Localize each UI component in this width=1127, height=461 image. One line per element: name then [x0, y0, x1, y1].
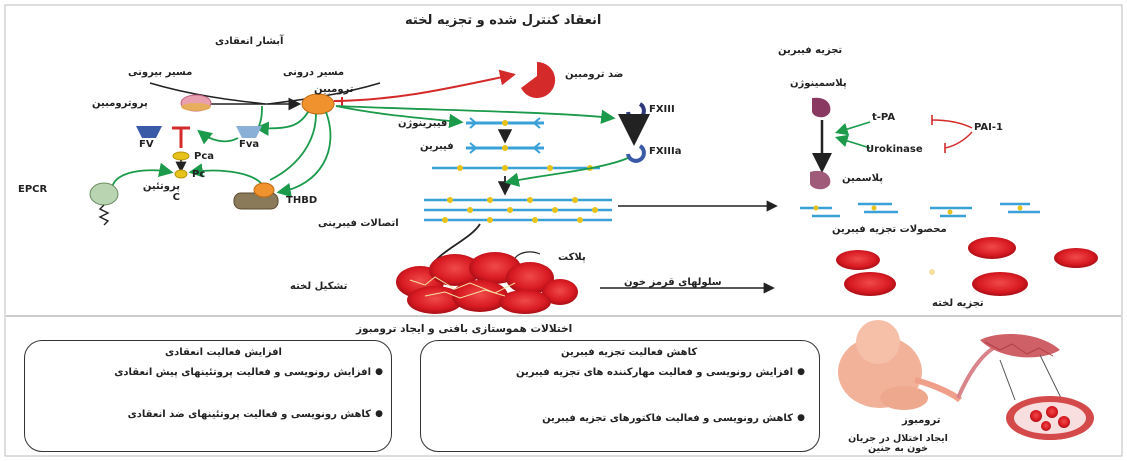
increased-coagulation-box: افزایش فعالیت انعقادی افزایش رونویسی و ف…	[24, 340, 392, 452]
tpa-arrow	[834, 121, 871, 136]
fibrin-label: فیبرین	[420, 141, 454, 152]
protein-c-label: پروتئین C	[142, 181, 180, 203]
clot-degradation-label: تجزیه لخته	[932, 298, 984, 309]
fetus-illustration	[838, 320, 1001, 410]
antithrombin-shape	[521, 61, 556, 98]
pai1-inhibit-urokinase	[944, 131, 973, 149]
fva-label: Fva	[239, 139, 260, 150]
fxiiia-shape	[626, 144, 646, 163]
tpa-label: t-PA	[872, 112, 896, 123]
box-right-bullet-1: افزایش رونویسی و فعالیت مهارکننده های تج…	[441, 367, 805, 380]
fva-feedback-arrow	[197, 129, 239, 145]
thrombin-shape	[301, 93, 335, 115]
plasminogen-label: پلاسمینوژن	[790, 78, 847, 89]
clot-shape	[396, 252, 578, 314]
fibrin-degradation-products-label: محصولات تجزیه فیبرین	[832, 224, 947, 235]
external-path-line	[149, 82, 266, 105]
box-left-bullet-2: کاهش رونویسی و فعالیت پروتئینهای ضد انعق…	[51, 409, 383, 422]
thrombin-fibrinogen-arrow	[335, 105, 464, 129]
pca-label: Pca	[194, 151, 215, 162]
disorders-title: اختلالات هموستازی بافتی و ایجاد ترومبوز	[356, 323, 573, 335]
epcr-label: EPCR	[18, 184, 48, 195]
pai1-label: PAI-1	[974, 122, 1003, 133]
fxiii-label: FXIII	[649, 104, 675, 115]
external-path-label: مسیر بیرونی	[128, 67, 193, 78]
degraded-clot-cells	[836, 237, 1098, 296]
thbd-label: THBD	[286, 195, 318, 206]
pc-label: Pc	[192, 169, 206, 180]
red-cells-label: سلولهای قرمز خون	[624, 277, 722, 288]
fibrinolysis-title: تجزیه فیبرین	[778, 45, 843, 56]
fibrin-molecule	[466, 142, 544, 154]
fv-label: FV	[139, 139, 154, 150]
thrombin-fva-arrow	[254, 111, 309, 136]
fibrinogen-molecule	[466, 117, 544, 129]
fibrin-nodes	[442, 165, 598, 223]
epcr-arrow	[111, 162, 174, 189]
clot-formation-label: تشکیل لخته	[290, 281, 348, 292]
box-right-title: کاهش فعالیت تجزیه فیبرین	[561, 347, 698, 358]
placenta-illustration	[980, 334, 1060, 358]
epcr-shape	[89, 182, 119, 206]
fibrinogen-label: فیبرینوژن	[398, 118, 448, 129]
fxiiia-label: FXIIIa	[649, 146, 682, 157]
box-right-bullet-2: کاهش رونویسی و فعالیت فاکتورهای تجزیه فی…	[441, 413, 805, 426]
thrombin-antithrombin-arrow	[333, 69, 516, 102]
thrombin-label: ترومبین	[314, 84, 354, 95]
frame	[4, 4, 1123, 457]
thrombosis-label: ترومبوز	[902, 415, 941, 426]
fetal-disorder-label: ایجاد اختلال در جریان خون به جنین	[848, 433, 948, 455]
fva-shape	[236, 126, 262, 138]
cascade-title: آبشار انعقادی	[215, 36, 284, 47]
vessel-cross-section	[1006, 396, 1094, 440]
plasmin-label: پلاسمین	[842, 173, 883, 184]
plasmin-shape	[810, 170, 831, 190]
pai1-inhibit-tpa	[931, 119, 973, 129]
box-left-bullet-1: افزایش رونویسی و فعالیت پروتئینهای پیش ا…	[51, 367, 383, 380]
plasminogen-shape	[812, 97, 831, 118]
fv-shape	[136, 126, 162, 138]
decreased-fibrinolysis-box: کاهش فعالیت تجزیه فیبرین افزایش رونویسی …	[420, 340, 820, 452]
prothrombin-label: پروترومبین	[92, 98, 148, 109]
antithrombin-label: ضد ترومبین	[565, 69, 624, 80]
urokinase-arrow	[834, 134, 871, 149]
fibrin-polymer	[424, 166, 612, 222]
urokinase-label: Urokinase	[866, 144, 923, 155]
box-left-title: افزایش فعالیت انعقادی	[165, 347, 282, 358]
fxiii-shape	[626, 102, 646, 121]
pc-shape	[174, 169, 188, 179]
fibrin-crosslinks-label: اتصالات فیبرینی	[318, 218, 399, 229]
fxiiia-arrow	[504, 157, 629, 187]
platelet-label: پلاکت	[558, 252, 586, 263]
fibrin-fragments	[800, 202, 1040, 218]
page-title: انعقاد کنترل شده و تجزیه لخته	[405, 13, 602, 28]
thrombin-thbd-arrow	[276, 111, 332, 198]
pca-shape	[172, 151, 190, 161]
internal-path-label: مسیر درونی	[283, 67, 345, 78]
thbd-shape	[233, 192, 279, 210]
thrombin-fxiii-arrow	[335, 105, 616, 124]
